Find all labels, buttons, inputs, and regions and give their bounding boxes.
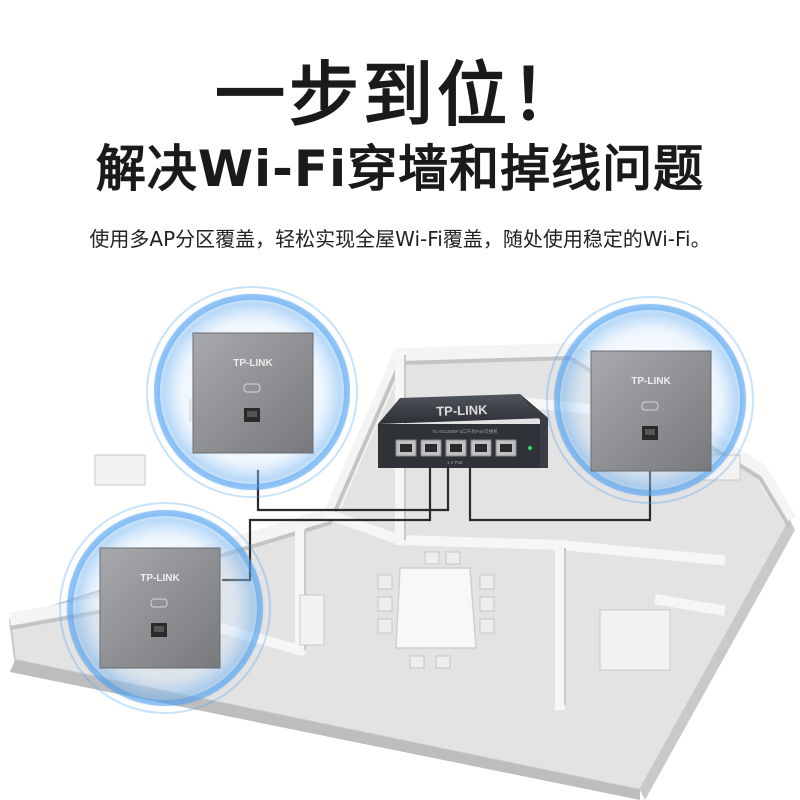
switch-top <box>378 394 548 424</box>
coverage-ring-bottomleft-outer <box>59 502 271 714</box>
ap-logo: TP-LINK <box>631 376 671 387</box>
ap-body <box>192 332 314 454</box>
ap-logo: TP-LINK <box>233 358 273 369</box>
chair <box>479 574 495 590</box>
chair <box>424 551 440 565</box>
ap-body <box>99 547 221 669</box>
coverage-ring-topleft-outline <box>154 294 350 490</box>
subheadline: 解决Wi-Fi穿墙和掉线问题 <box>95 140 705 198</box>
chair <box>445 551 461 565</box>
chair <box>377 574 393 590</box>
wifi-led-icon <box>641 401 659 411</box>
ap-body <box>590 350 712 472</box>
chair <box>377 596 393 612</box>
desk <box>94 454 146 486</box>
coverage-ring-right-outer <box>546 296 754 504</box>
switch-side <box>520 394 548 468</box>
switch-logo: TP-LINK <box>436 402 488 419</box>
chair <box>479 596 495 612</box>
coverage-ring-right-outline <box>554 304 746 496</box>
chair <box>479 618 495 634</box>
ap-logo: TP-LINK <box>140 573 180 584</box>
switch-model-label: TL-SG1005P 5口千兆PoE交换机 <box>432 428 498 435</box>
dining-set <box>377 551 495 669</box>
switch-ports <box>395 439 517 457</box>
ap-panel-right: TP-LINK <box>590 350 712 472</box>
coverage-ring-topleft-outer <box>146 286 358 498</box>
dining-table <box>395 567 477 649</box>
chair <box>435 655 451 669</box>
chair <box>377 618 393 634</box>
chair <box>409 655 425 669</box>
coverage-ring-bottomleft-outline <box>67 510 263 706</box>
chairs <box>377 551 495 669</box>
headline: 一步到位！ <box>215 54 585 136</box>
wifi-led-icon <box>150 598 168 608</box>
wifi-led-icon <box>243 383 261 393</box>
floor-edge-right <box>640 520 795 800</box>
switch-power-led-icon <box>528 446 532 450</box>
ap-panel-bottomleft: TP-LINK <box>99 547 221 669</box>
switch-port-label: 1-4 PoE <box>447 460 463 465</box>
bed <box>599 609 671 671</box>
poe-switch: TP-LINK TL-SG1005P 5口千兆PoE交换机 1-4 PoE <box>378 394 548 468</box>
description: 使用多AP分区覆盖，轻松实现全屋Wi-Fi覆盖，随处使用稳定的Wi-Fi。 <box>89 227 711 251</box>
cabinet <box>299 594 325 646</box>
ap-panel-topleft: TP-LINK <box>192 332 314 454</box>
